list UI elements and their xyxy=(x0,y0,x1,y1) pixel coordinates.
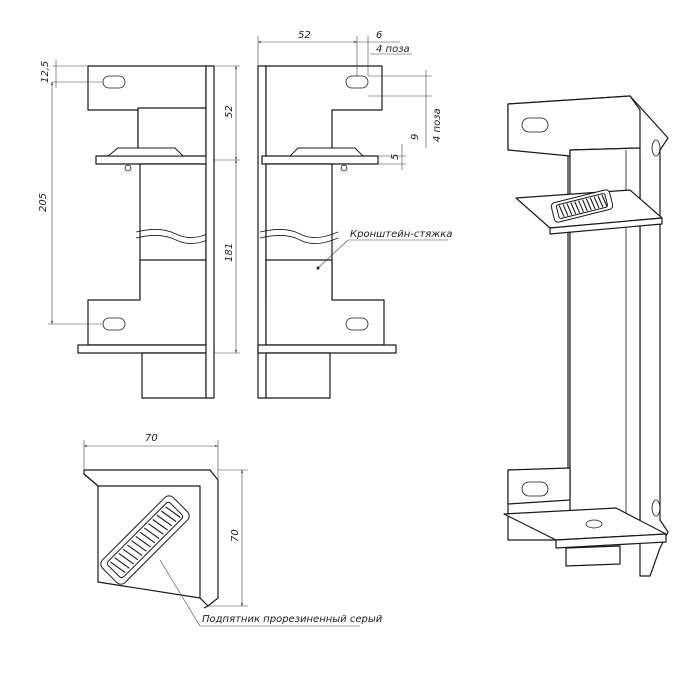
dim-4-places-b-text: 4 поза xyxy=(432,108,443,142)
side-pad xyxy=(288,147,365,157)
side-bottom-stem xyxy=(265,352,331,399)
iso-pad-rib xyxy=(585,198,592,211)
front-upper-shelf xyxy=(95,155,215,165)
label-bracket-group: Кронштейн-стяжка xyxy=(316,229,452,270)
pad-rib xyxy=(114,557,130,569)
pad-rib xyxy=(143,527,160,540)
pad-rib xyxy=(139,531,156,544)
iso-pad-rib xyxy=(574,201,581,214)
iso-pad-rib xyxy=(558,205,565,217)
pad-rib xyxy=(160,510,177,523)
iso-pad-rib xyxy=(578,200,584,213)
iso-upper-shelf-edge xyxy=(549,217,663,235)
iso-side-hole-top xyxy=(651,139,661,157)
dim-9: 9 4 поза xyxy=(368,70,443,148)
iso-upper-plate xyxy=(507,95,641,157)
dim-6-text: 6 xyxy=(376,30,382,41)
dim-205-text: 205 xyxy=(38,193,49,212)
front-break-line-2 xyxy=(135,235,213,244)
side-bolt-b xyxy=(340,164,348,172)
top-view xyxy=(83,469,219,609)
iso-pad-rib xyxy=(581,199,588,212)
iso-shelf-hole xyxy=(585,519,603,529)
iso-slot-bottom xyxy=(521,481,549,497)
label-pad: Подпятник прорезиненный серый xyxy=(202,614,383,625)
label-pad-group: Подпятник прорезиненный серый xyxy=(159,559,383,627)
pad-rib xyxy=(118,552,135,565)
dim-70-width-text: 70 xyxy=(145,433,158,444)
dim-181: 181 xyxy=(214,159,240,354)
side-upper-plate xyxy=(265,65,383,159)
dim-6: 6 4 поза xyxy=(357,30,412,76)
iso-pad-rib xyxy=(601,194,608,207)
iso-lower-plate xyxy=(507,467,571,505)
front-flange xyxy=(205,65,215,399)
iso-pad-rib xyxy=(597,195,604,208)
pad-rib xyxy=(165,506,181,518)
iso-side-hole-bottom xyxy=(651,499,661,517)
iso-pad-grip xyxy=(558,194,608,217)
top-view-grip-lines xyxy=(110,506,181,573)
side-view xyxy=(257,65,397,399)
label-bracket: Кронштейн-стяжка xyxy=(350,229,452,240)
pad-rib xyxy=(131,540,147,552)
iso-pad-rib xyxy=(566,203,573,215)
front-view xyxy=(77,65,215,399)
side-lower-shelf xyxy=(257,344,397,354)
front-lower-plate xyxy=(87,259,207,346)
front-bottom-stem xyxy=(141,352,207,399)
dim-12-5-text: 12,5 xyxy=(40,61,51,83)
dim-9-text: 9 xyxy=(410,134,421,140)
pad-rib xyxy=(156,514,173,527)
dim-70-height-text: 70 xyxy=(230,529,241,542)
pad-rib xyxy=(152,519,168,531)
pad-rib xyxy=(127,544,143,557)
pad-rib xyxy=(122,548,139,561)
pad-rib xyxy=(135,536,151,548)
isometric-view xyxy=(503,95,669,577)
front-bolt-a xyxy=(124,164,132,172)
dim-52-top-text: 52 xyxy=(298,30,311,41)
dim-52-left: 52 xyxy=(214,65,240,161)
side-lower-plate xyxy=(265,259,385,346)
front-break-line xyxy=(135,229,213,238)
dim-4-places-a-text: 4 поза xyxy=(376,44,410,55)
dim-70-width: 70 xyxy=(83,433,219,480)
iso-pad-rib xyxy=(593,196,600,209)
dim-5: 5 xyxy=(378,144,406,170)
front-pad xyxy=(106,147,185,157)
iso-pad-rib xyxy=(589,197,596,210)
iso-pad-rib xyxy=(570,202,577,214)
dim-12-5: 12,5 xyxy=(40,60,103,88)
side-upper-shelf xyxy=(261,155,379,165)
pad-rib xyxy=(148,523,164,535)
dim-205: 205 xyxy=(38,81,103,325)
iso-bottom-stem xyxy=(565,545,621,567)
iso-lower-shelf-edge xyxy=(555,533,667,549)
iso-pad-rib xyxy=(562,204,569,216)
dim-181-text: 181 xyxy=(224,243,235,262)
dim-52-left-text: 52 xyxy=(224,105,235,118)
iso-slot-top xyxy=(521,117,549,133)
front-lower-shelf xyxy=(77,344,215,354)
side-break-line-2 xyxy=(259,235,339,244)
side-slot-bottom xyxy=(345,317,369,331)
dim-52-top: 52 xyxy=(257,30,358,76)
side-break-line xyxy=(259,229,339,238)
pad-rib xyxy=(110,561,126,573)
dim-5-text: 5 xyxy=(390,154,401,160)
dim-70-height: 70 xyxy=(208,469,248,607)
